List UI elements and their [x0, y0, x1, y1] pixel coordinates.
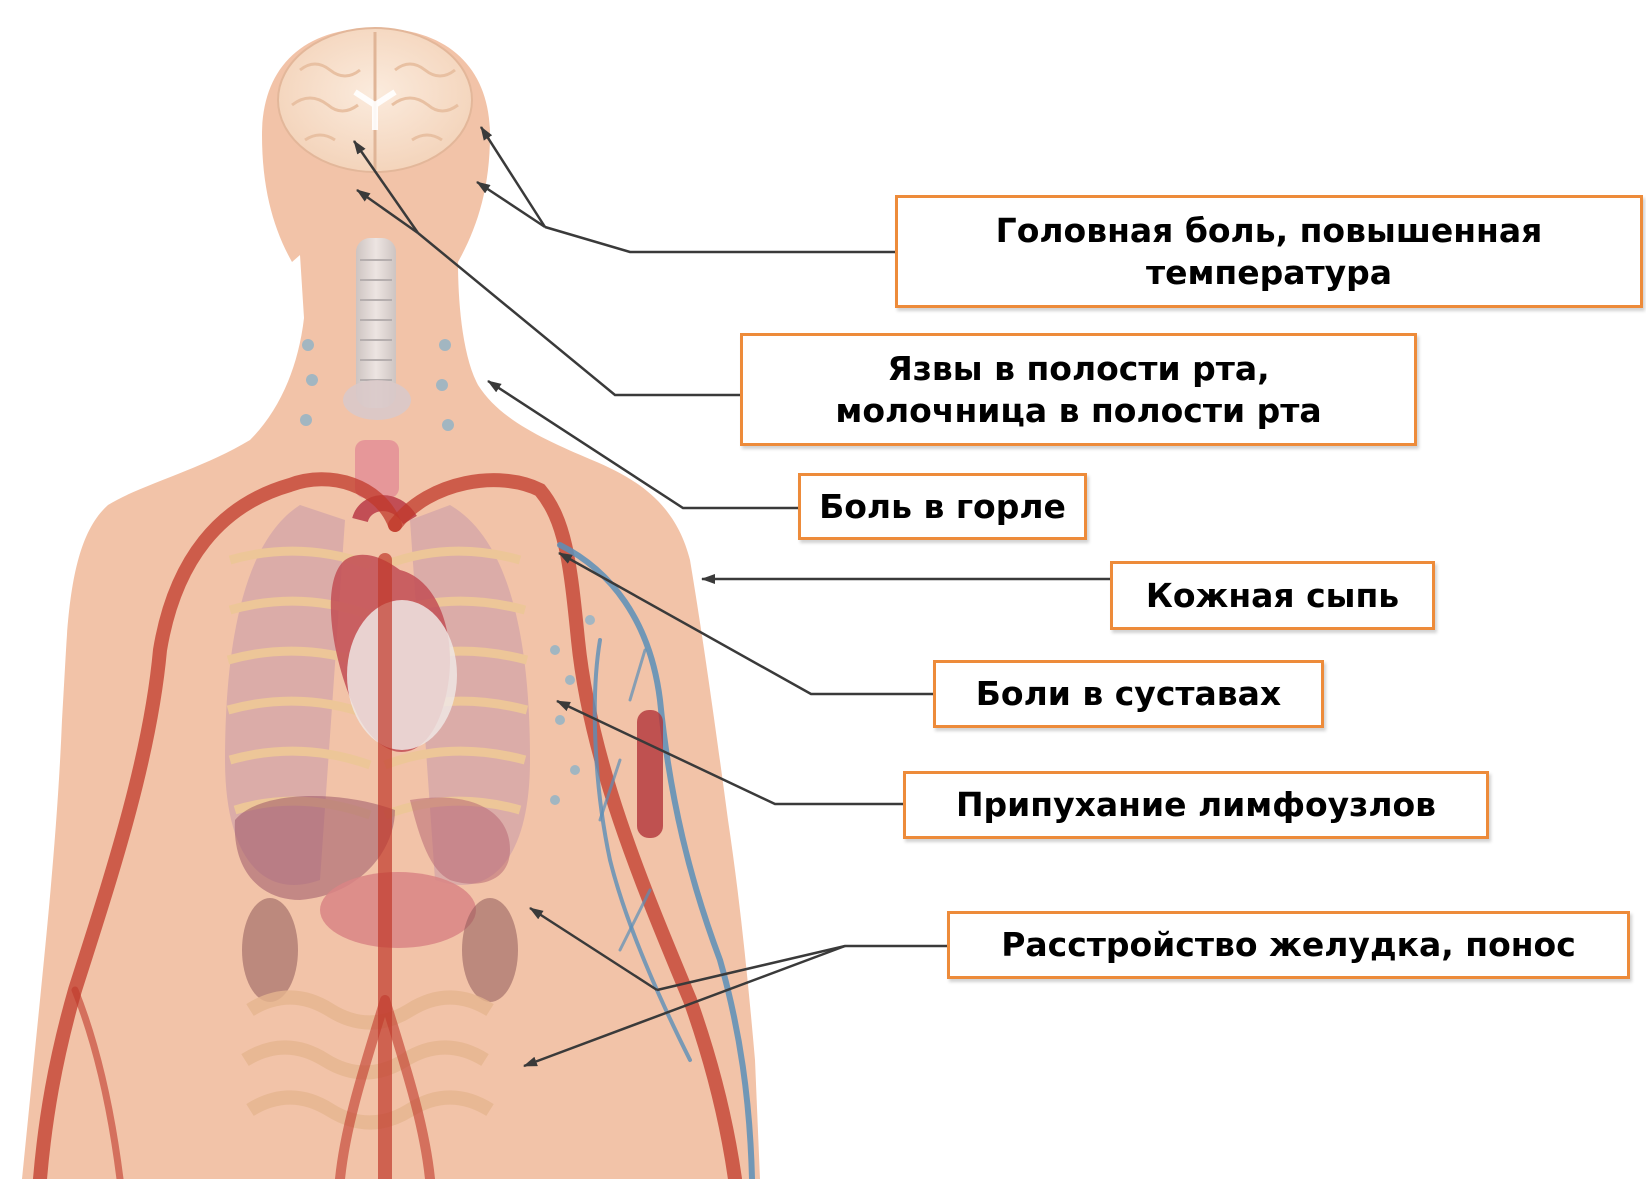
label-text-swollen-lymph-nodes: Припухание лимфоузлов: [956, 784, 1436, 825]
label-text-skin-rash: Кожная сыпь: [1146, 575, 1399, 616]
label-mouth-ulcers: Язвы в полости рта, молочница в полости …: [740, 333, 1417, 446]
arrow-head-top: [481, 127, 545, 227]
label-text-headache-fever: Головная боль, повышенная температура: [996, 210, 1543, 293]
label-joint-pain: Боли в суставах: [933, 660, 1324, 728]
brain-illustration: [278, 28, 472, 172]
label-sore-throat: Боль в горле: [798, 473, 1087, 540]
label-text-sore-throat: Боль в горле: [819, 486, 1066, 527]
label-skin-rash: Кожная сыпь: [1110, 561, 1435, 630]
label-text-joint-pain: Боли в суставах: [976, 673, 1281, 714]
label-text-diarrhea: Расстройство желудка, понос: [1001, 924, 1576, 965]
arrow-head-lower: [477, 182, 545, 227]
label-text-mouth-ulcers: Язвы в полости рта, молочница в полости …: [835, 348, 1321, 431]
label-diarrhea: Расстройство желудка, понос: [947, 911, 1630, 979]
label-swollen-lymph-nodes: Припухание лимфоузлов: [903, 771, 1489, 839]
label-headache-fever: Головная боль, повышенная температура: [895, 195, 1643, 308]
connector-headache: [545, 227, 895, 252]
